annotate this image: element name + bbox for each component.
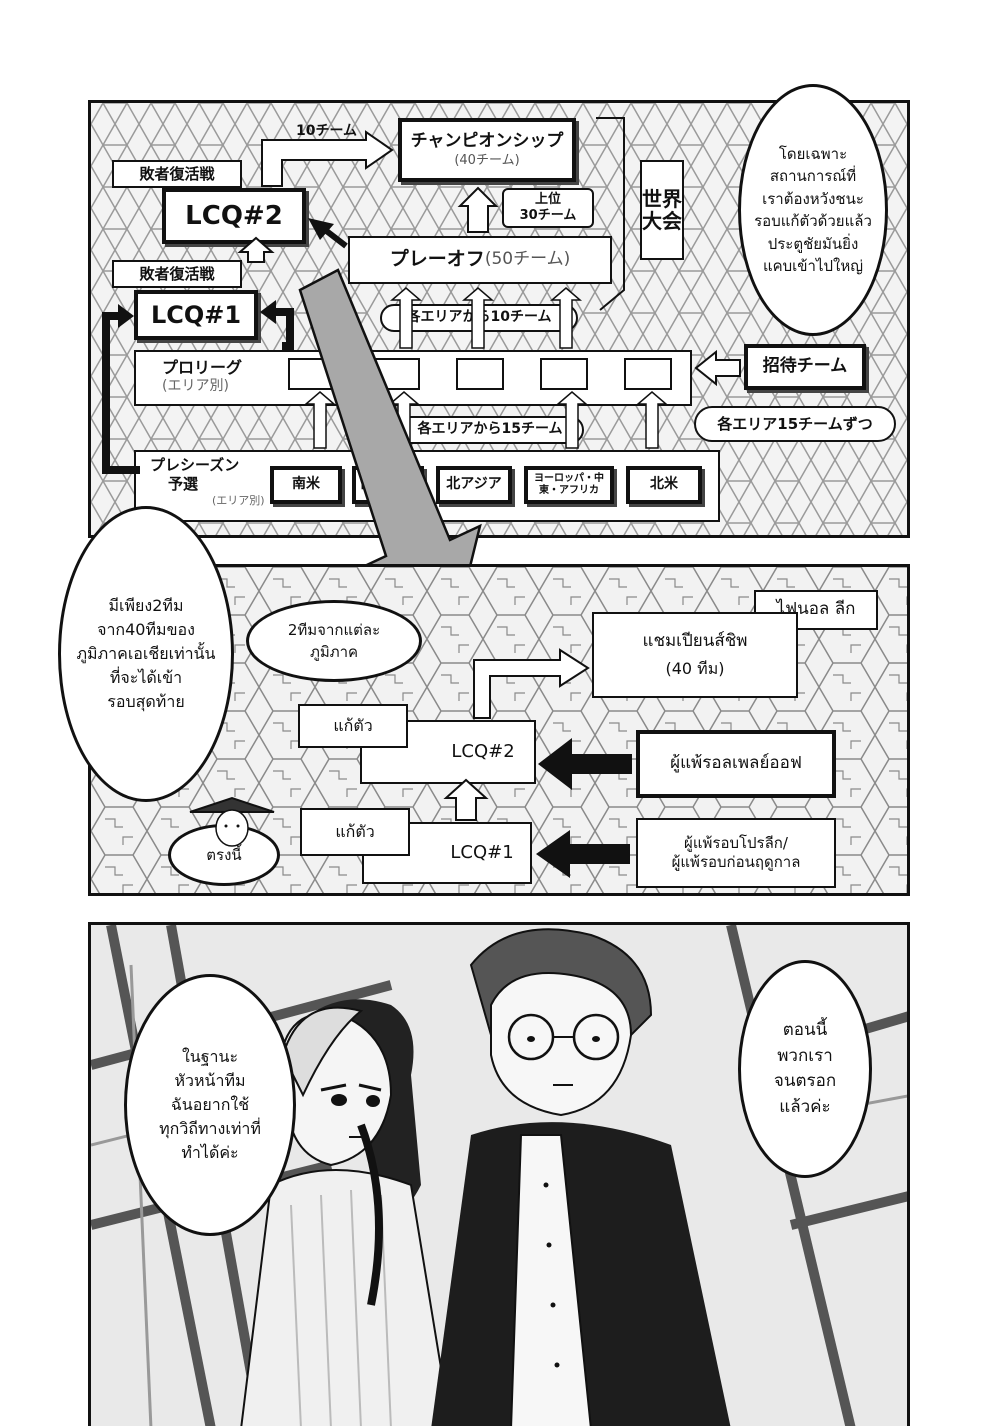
lcq1-tag: 敗者復活戦 bbox=[112, 260, 242, 288]
proleague-slot-2 bbox=[372, 358, 420, 390]
top30-label-a: 上位 bbox=[534, 191, 561, 207]
top30-label-b: 30チーム bbox=[519, 208, 577, 223]
lcq2-box: LCQ#2 bbox=[162, 188, 306, 244]
preseason-sub: (エリア別) bbox=[212, 493, 265, 507]
lcq1-box: LCQ#1 bbox=[134, 290, 258, 340]
panel3-right-bubble: ตอนนี้ พวกเรา จนตรอก แล้วค่ะ bbox=[738, 960, 872, 1178]
proleague-slot-3 bbox=[456, 358, 504, 390]
playoff-label: プレーオフ bbox=[389, 248, 485, 271]
top30-box: 上位 30チーム bbox=[502, 188, 594, 228]
preseason-label-b: 予選 bbox=[168, 474, 199, 493]
championship-th-a: แชมเปียนส์ชิพ bbox=[642, 631, 748, 652]
region-north-america: 北米 bbox=[626, 466, 702, 504]
invite-team-box: 招待チーム bbox=[744, 344, 866, 390]
proleague-losers-b: ผู้แพ้รอบก่อนฤดูกาล bbox=[671, 853, 801, 871]
here-bubble: ตรงนี้ bbox=[168, 824, 280, 886]
panel1-speech-bubble: โดยเฉพาะ สถานการณ์ที่ เราต้องหวังชนะ รอบ… bbox=[738, 84, 888, 336]
region-north-asia: 北アジア bbox=[436, 466, 512, 504]
proleague-slot-1 bbox=[288, 358, 336, 390]
playoff-box: プレーオフ (50チーム) bbox=[348, 236, 612, 284]
world-tournament-box: 世界 大会 bbox=[640, 160, 684, 260]
from-area-10-label: 各エリアから10チーム bbox=[380, 304, 578, 332]
two-each-region-bubble: 2ทีมจากแต่ละ ภูมิภาค bbox=[246, 600, 422, 682]
proleague-label: プロリーグ bbox=[162, 358, 243, 377]
redemption2-label: แก้ตัว bbox=[298, 704, 408, 748]
redemption1-label: แก้ตัว bbox=[300, 808, 410, 856]
region-south-america: 南米 bbox=[270, 466, 342, 504]
region-emea: ヨーロッパ・中東・アフリカ bbox=[524, 466, 614, 504]
each-area-15-label: 各エリア15チームずつ bbox=[694, 406, 896, 442]
world-label-b: 大会 bbox=[642, 209, 682, 233]
world-label-a: 世界 bbox=[642, 187, 682, 211]
playoff-losers-box: ผู้แพ้รอลเพลย์ออฟ bbox=[636, 730, 836, 798]
preseason-label-a: プレシーズン bbox=[150, 456, 240, 474]
championship-sub: (40チーム) bbox=[454, 152, 520, 168]
championship-label: チャンピオンシップ bbox=[410, 131, 564, 152]
playoff-sub: (50チーム) bbox=[484, 249, 571, 270]
championship-th-b: (40 ทีม) bbox=[665, 658, 725, 678]
from-area-15-label: 各エリアから15チーム bbox=[396, 416, 584, 444]
proleague-losers-a: ผู้แพ้รอบโปรลีก/ bbox=[684, 834, 788, 853]
proleague-losers-box: ผู้แพ้รอบโปรลีก/ ผู้แพ้รอบก่อนฤดูกาล bbox=[636, 818, 836, 888]
championship-box: チャンピオンシップ (40チーム) bbox=[398, 118, 576, 182]
panel2-left-bubble: มีเพียง2ทีม จาก40ทีมของ ภูมิภาคเอเชียเท่… bbox=[58, 506, 234, 802]
lcq2-tag: 敗者復活戦 bbox=[112, 160, 242, 188]
proleague-sub: (エリア別) bbox=[162, 378, 229, 394]
ten-teams-label: 10チーム bbox=[296, 123, 358, 139]
panel3-left-bubble: ในฐานะ หัวหน้าทีม ฉันอยากใช้ ทุกวิถีทางเ… bbox=[124, 974, 296, 1236]
championship-th-box: แชมเปียนส์ชิพ (40 ทีม) bbox=[592, 612, 798, 698]
region-south-asia: 南アジア bbox=[352, 466, 424, 504]
proleague-slot-4 bbox=[540, 358, 588, 390]
proleague-slot-5 bbox=[624, 358, 672, 390]
